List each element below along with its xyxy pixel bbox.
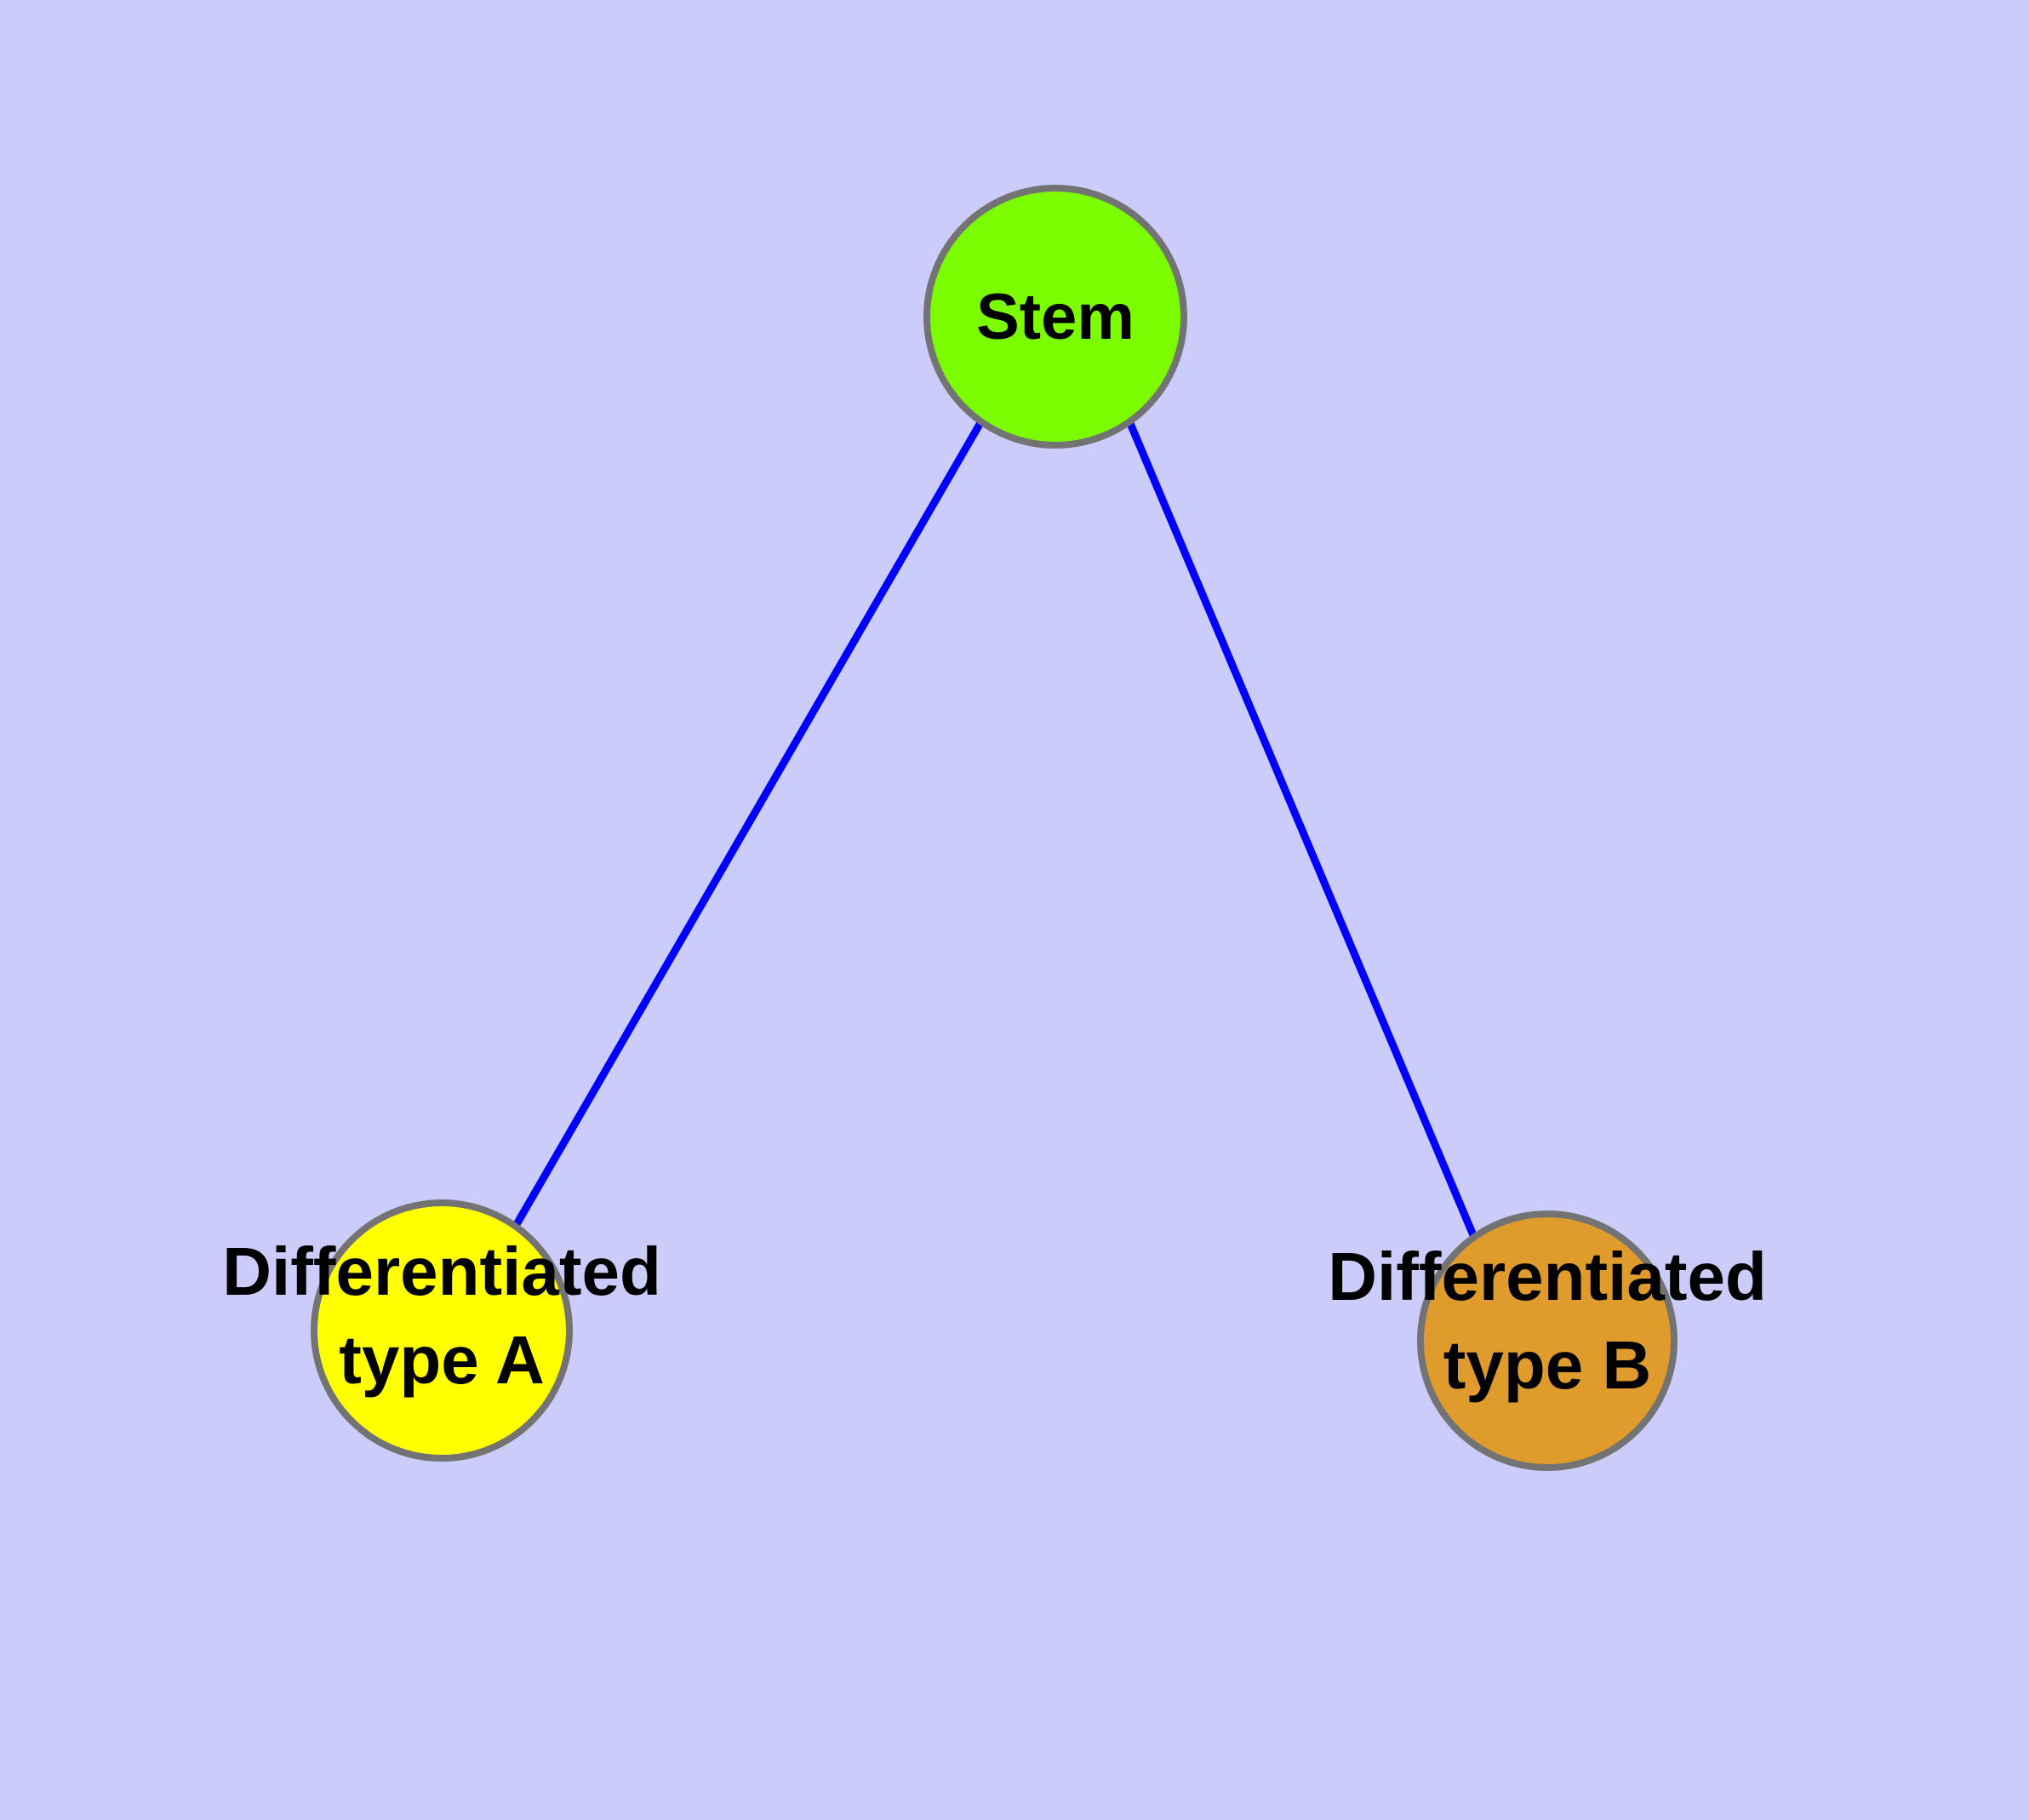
node-stem-circle[interactable] [923,185,1187,449]
node-diff-a[interactable] [311,1199,573,1462]
node-diff-a-label: Differentiated type A [222,1233,661,1398]
node-diff-a-label-line2: type A [339,1322,545,1398]
node-diff-b-label: Differentiated type B [1328,1239,1767,1403]
node-diff-b-label-line1: Differentiated [1328,1239,1767,1314]
edge-stem-to-diff-b[interactable] [1125,420,1477,1237]
node-diff-b-label-line2: type B [1443,1327,1652,1403]
node-layer [311,185,1677,1471]
node-diff-a-circle[interactable] [311,1199,573,1462]
label-layer: Stem Differentiated type A Differentiate… [222,281,1767,1403]
node-diff-b-circle[interactable] [1417,1210,1677,1471]
node-diff-b[interactable] [1417,1210,1677,1471]
node-stem-label: Stem [976,281,1135,353]
edge-stem-to-diff-a[interactable] [512,419,985,1228]
node-diff-a-label-line1: Differentiated [222,1233,661,1309]
edge-layer [512,419,1477,1237]
node-stem[interactable] [923,185,1187,449]
